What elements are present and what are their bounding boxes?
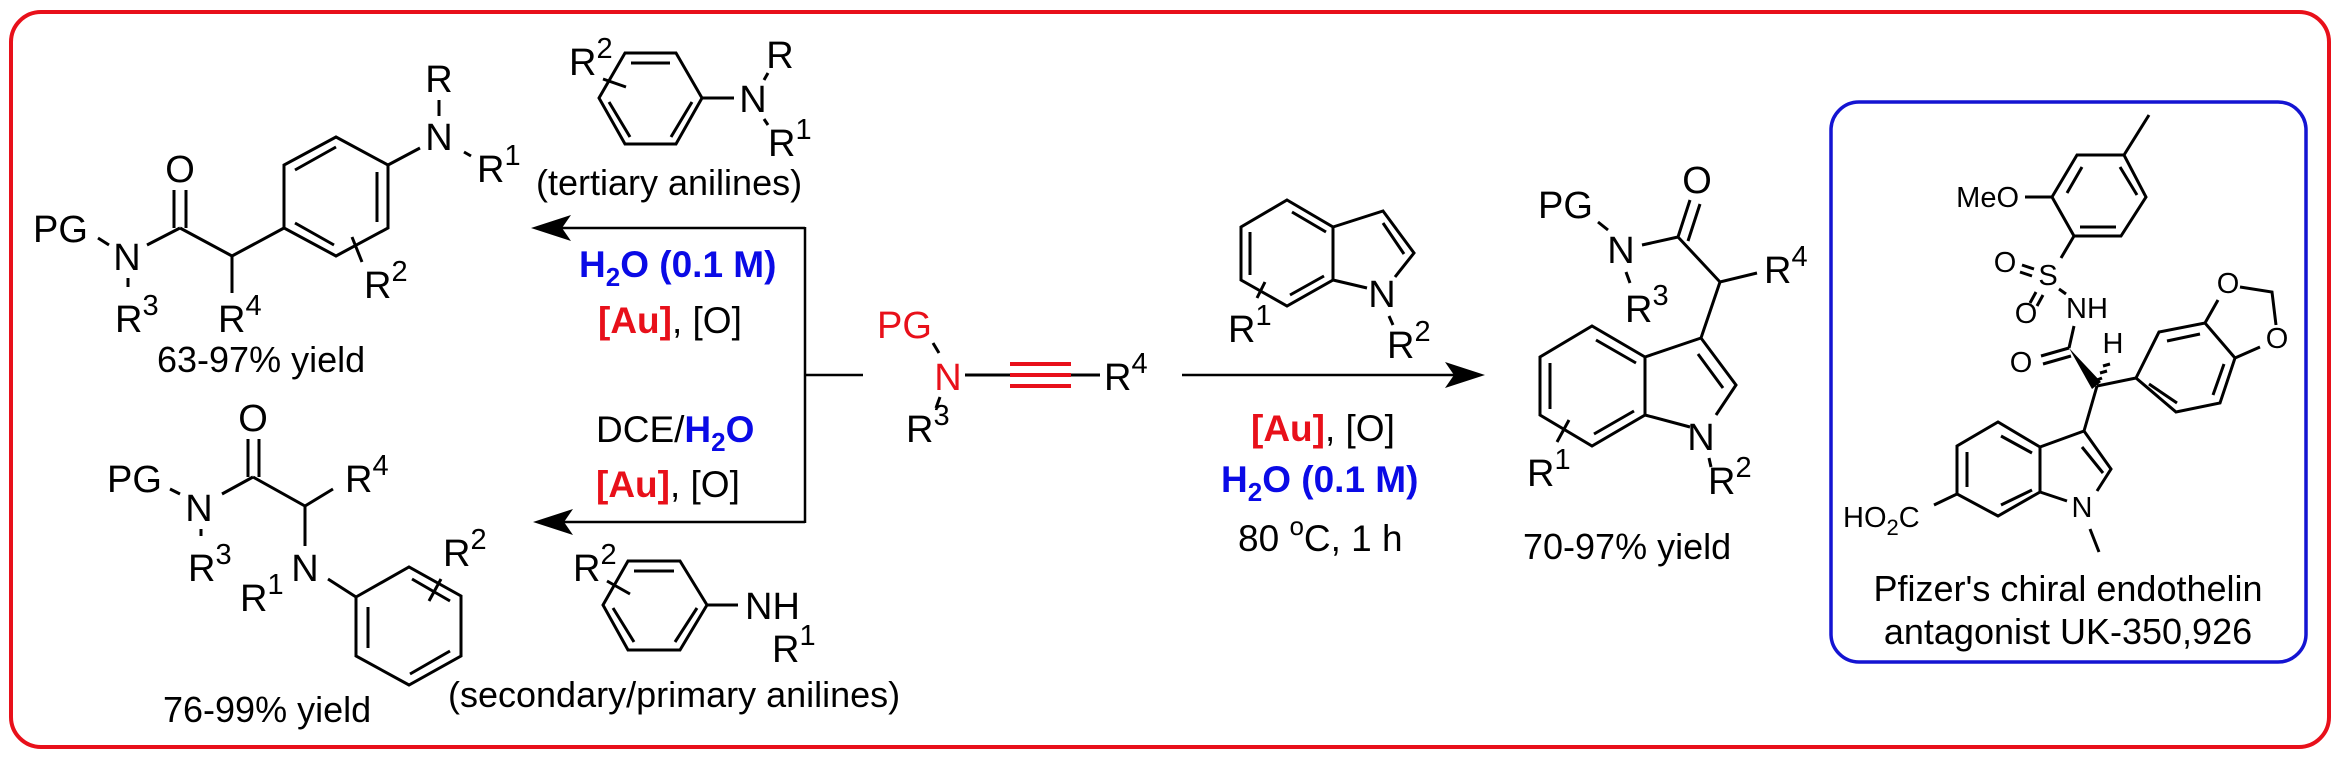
product-secondary: PG N R3 O R4 N R1 R2 76-99% yield bbox=[107, 398, 487, 730]
product-tertiary: PG N R3 O R4 R N R1 R2 63-97% yield bbox=[33, 59, 521, 380]
nh-label: NH bbox=[745, 586, 800, 628]
r1-label: R1 bbox=[772, 620, 816, 671]
r1-label: R1 bbox=[477, 140, 521, 191]
conditions-bottom-solvent: DCE/H2O bbox=[596, 409, 754, 457]
r3-label: R3 bbox=[188, 539, 232, 590]
r1-label: R1 bbox=[1228, 300, 1272, 351]
outer-frame bbox=[9, 10, 2331, 749]
conditions-right-catalyst: [Au], [O] bbox=[1251, 408, 1395, 449]
pg-label: PG bbox=[1538, 185, 1593, 227]
caption: (tertiary anilines) bbox=[536, 162, 802, 203]
caption: (secondary/primary anilines) bbox=[448, 674, 900, 715]
r4-label: R4 bbox=[218, 290, 262, 341]
pg-label: PG bbox=[107, 459, 162, 501]
o-label: O bbox=[238, 398, 268, 440]
h-label: H bbox=[2103, 328, 2124, 360]
pg-label: PG bbox=[33, 209, 88, 251]
bonds bbox=[601, 559, 738, 652]
r3-label: R3 bbox=[1625, 280, 1669, 331]
caption-line1: Pfizer's chiral endothelin bbox=[1873, 568, 2262, 609]
arrow-head-top bbox=[531, 215, 571, 241]
r-label: R bbox=[425, 59, 452, 101]
n-amide-label: N bbox=[113, 237, 140, 279]
caption-line2: antagonist UK-350,926 bbox=[1884, 611, 2252, 652]
hashed-bond bbox=[2096, 362, 2111, 382]
n-amide-label: N bbox=[1607, 230, 1634, 272]
arrow-head-bottom bbox=[533, 509, 573, 535]
conditions-right-temperature: 80 oC, 1 h bbox=[1238, 511, 1403, 559]
s-label: S bbox=[2038, 260, 2057, 292]
nh-label: NH bbox=[2066, 293, 2108, 325]
yield-label: 63-97% yield bbox=[157, 339, 365, 380]
uk-350926-box: MeO O S O NH O H O O N HO2C Pfizer's chi… bbox=[1829, 100, 2308, 664]
highlight-box bbox=[1829, 100, 2308, 664]
conditions-top-water: H2O (0.1 M) bbox=[579, 244, 776, 292]
conditions-top-catalyst: [Au], [O] bbox=[598, 300, 742, 341]
n-label: N bbox=[291, 548, 318, 590]
triple-bond bbox=[1010, 362, 1071, 388]
reagent-tertiary-aniline: R2 N R R1 (tertiary anilines) bbox=[536, 33, 812, 203]
branch-arrows bbox=[531, 215, 863, 535]
n-amide-label: N bbox=[185, 488, 212, 530]
arrow-head-right bbox=[1445, 362, 1485, 388]
r3-label: R3 bbox=[115, 290, 159, 341]
r4-label: R4 bbox=[345, 450, 389, 501]
bonds bbox=[1239, 198, 1416, 326]
bonds bbox=[1933, 114, 2278, 553]
bonds bbox=[97, 100, 472, 293]
arrow-lines bbox=[560, 226, 863, 524]
r2-label: R2 bbox=[569, 33, 613, 84]
conditions-bottom-catalyst: [Au], [O] bbox=[596, 464, 740, 505]
r4-label: R4 bbox=[1764, 241, 1808, 292]
n-aryl-label: N bbox=[425, 117, 452, 159]
n-indole-label: N bbox=[1687, 417, 1714, 459]
o-label: O bbox=[165, 149, 195, 191]
pg-label: PG bbox=[877, 305, 932, 347]
conditions-right-water: H2O (0.1 M) bbox=[1221, 459, 1418, 507]
wedge-bond bbox=[2069, 348, 2101, 389]
starting-ynamide: PG N R3 R4 bbox=[877, 305, 1148, 451]
bonds bbox=[1538, 199, 1758, 468]
n-label: N bbox=[934, 357, 961, 399]
reagent-secondary-aniline: R2 NH R1 (secondary/primary anilines) bbox=[448, 539, 900, 715]
carboxylic-acid-label: HO2C bbox=[1843, 502, 1920, 540]
r2-label: R2 bbox=[573, 539, 617, 590]
sulfonyl-o1-label: O bbox=[1994, 247, 2017, 279]
r-label: R bbox=[766, 35, 793, 77]
meo-label: MeO bbox=[1956, 182, 2019, 214]
reagent-indole: N R1 R2 bbox=[1228, 198, 1431, 367]
r1-label: R1 bbox=[240, 569, 284, 620]
yield-label: 76-99% yield bbox=[163, 689, 371, 730]
r2-label: R2 bbox=[1387, 316, 1431, 367]
sulfonyl-o2-label: O bbox=[2015, 298, 2038, 330]
r2-label: R2 bbox=[443, 524, 487, 575]
bonds bbox=[931, 342, 1100, 409]
dioxole-o2-label: O bbox=[2266, 323, 2289, 355]
yield-label: 70-97% yield bbox=[1523, 526, 1731, 567]
r2-label: R2 bbox=[1708, 452, 1752, 503]
r2-label: R2 bbox=[364, 256, 408, 307]
bonds bbox=[169, 439, 463, 687]
n-label: N bbox=[2072, 492, 2093, 524]
n-label: N bbox=[1368, 274, 1395, 316]
dioxole-o1-label: O bbox=[2217, 268, 2240, 300]
n-label: N bbox=[739, 79, 766, 121]
r1-label: R1 bbox=[768, 114, 812, 165]
bonds bbox=[597, 51, 770, 146]
product-indole: PG N R3 O R4 N R1 R2 70-97% yield bbox=[1523, 160, 1808, 567]
r3-label: R3 bbox=[906, 400, 950, 451]
r1-label: R1 bbox=[1527, 444, 1571, 495]
carbonyl-o-label: O bbox=[2010, 347, 2033, 379]
r4-label: R4 bbox=[1104, 348, 1148, 399]
o-label: O bbox=[1682, 160, 1712, 202]
